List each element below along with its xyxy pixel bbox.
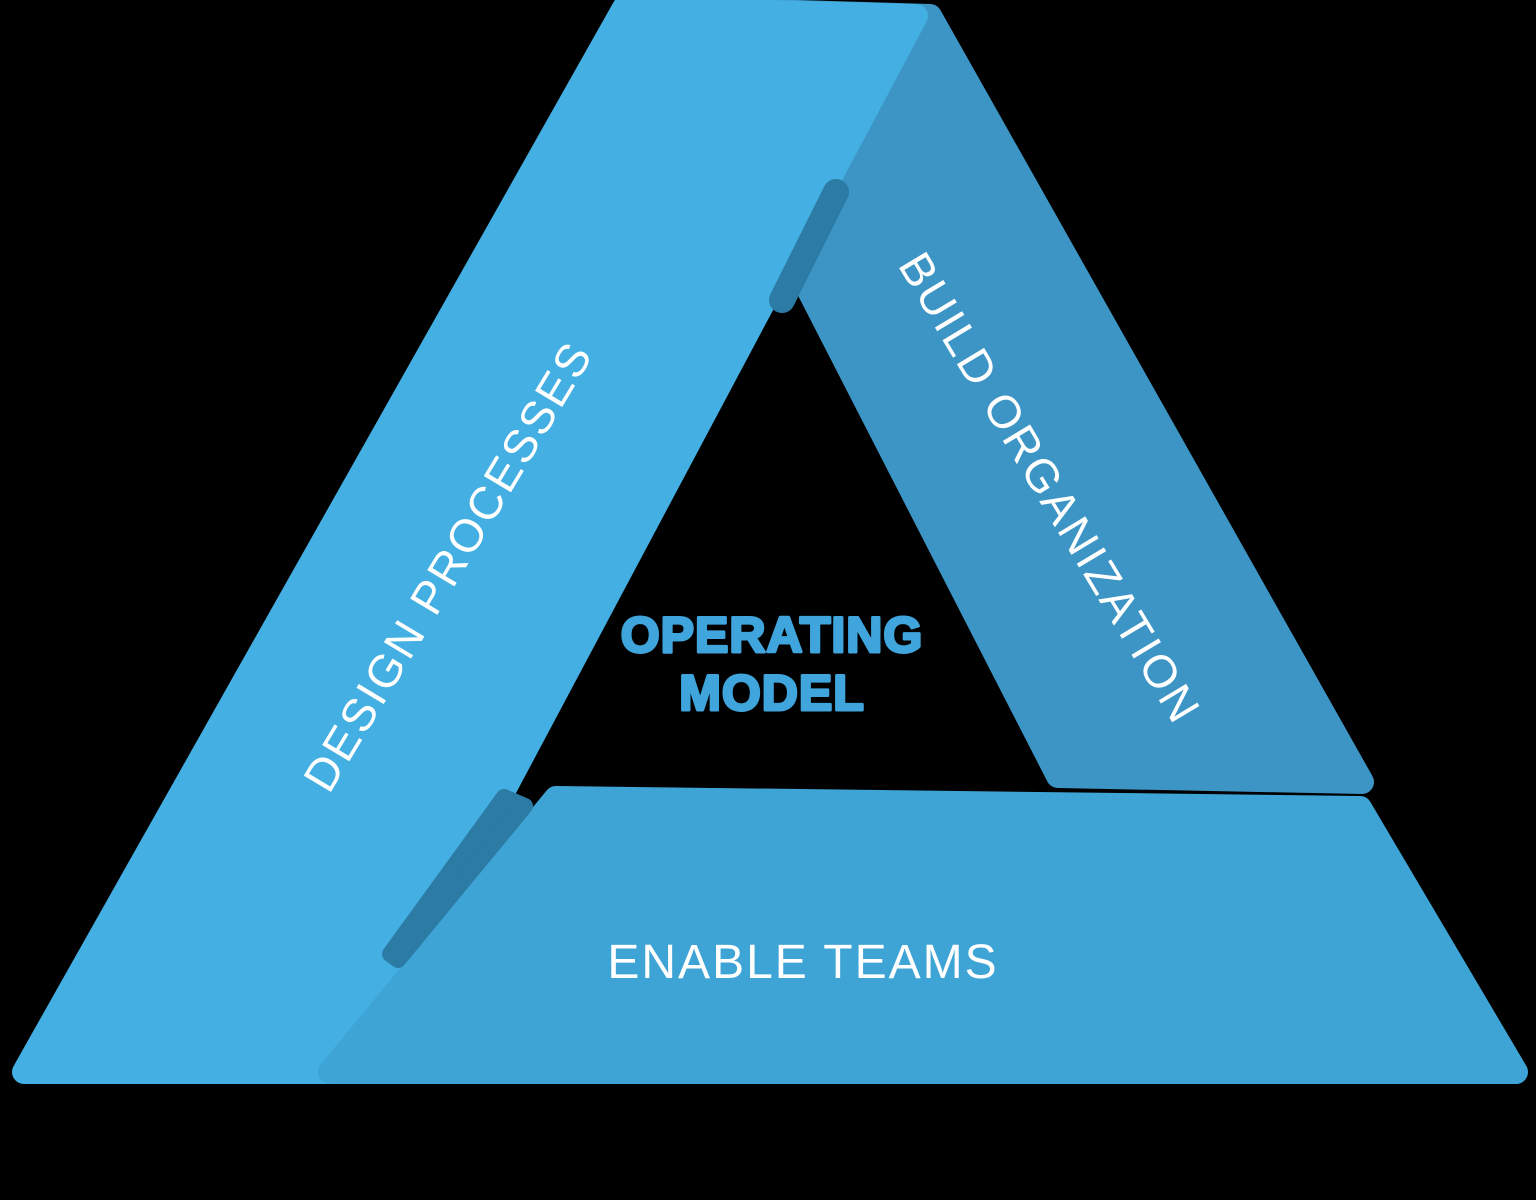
shadow-wedge-bottom-left — [382, 789, 533, 968]
label-enable-teams: ENABLE TEAMS — [607, 936, 998, 989]
center-title-line1: OPERATING — [621, 607, 924, 663]
ribbon-enable-teams — [318, 786, 1528, 1084]
center-title-line2: MODEL — [679, 665, 865, 721]
shadow-wedge-apex — [769, 179, 849, 313]
